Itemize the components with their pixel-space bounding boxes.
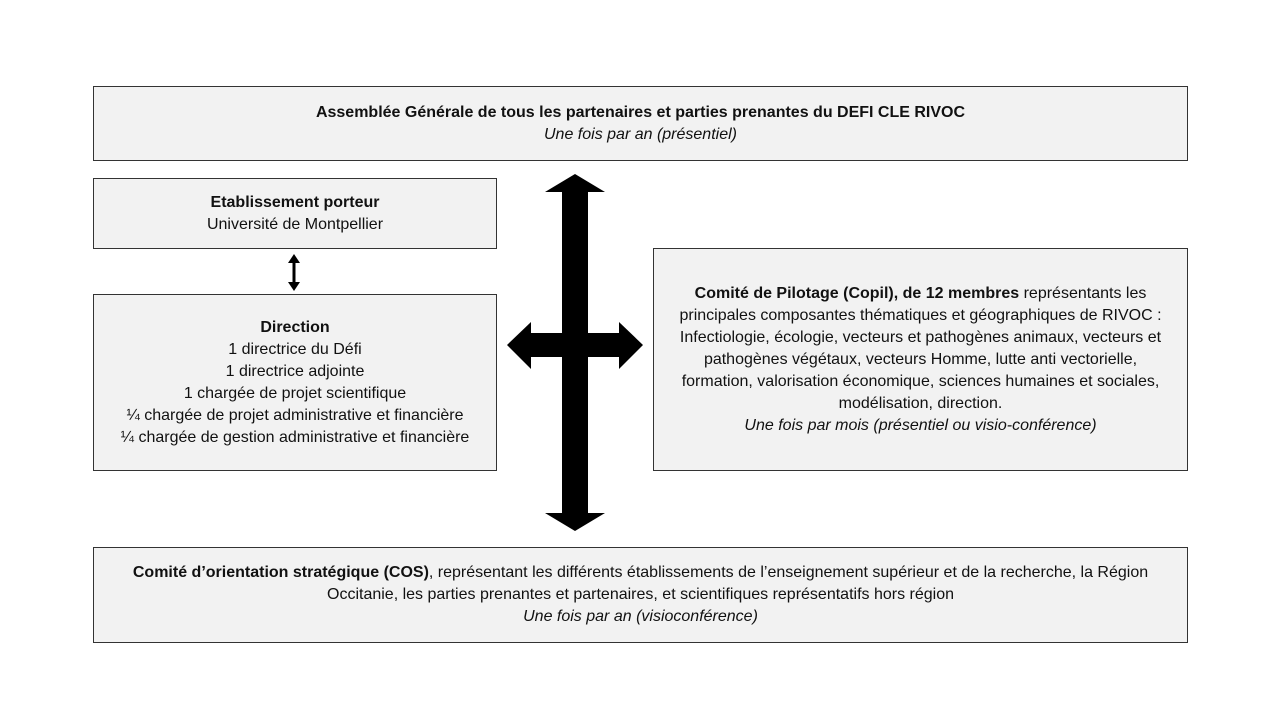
etablissement-porteur-box: Etablissement porteur Université de Mont… <box>93 178 497 249</box>
copil-first-line: Comité de Pilotage (Copil), de 12 membre… <box>695 283 1147 305</box>
direction-member: ¼ chargée de projet administrative et fi… <box>126 406 464 424</box>
copil-line: modélisation, direction. <box>838 394 1003 412</box>
copil-line: pathogènes végétaux, vecteurs Homme, lut… <box>703 350 1138 368</box>
cos-frequency: Une fois par an (visioconférence) <box>523 608 758 625</box>
small-double-arrow-icon <box>288 254 300 291</box>
comite-pilotage-box: Comité de Pilotage (Copil), de 12 membre… <box>653 248 1188 471</box>
cos-title-rest: , représentant les différents établissem… <box>428 564 1149 581</box>
cos-second-line: Occitanie, les parties prenantes et part… <box>327 586 954 603</box>
copil-title: Comité de Pilotage (Copil), de 12 membre… <box>694 284 1020 302</box>
direction-title: Direction <box>260 318 330 336</box>
copil-line: formation, valorisation économique, scie… <box>681 372 1160 390</box>
direction-member: 1 chargée de projet scientifique <box>183 384 407 402</box>
copil-line: Infectiologie, écologie, vecteurs et pat… <box>679 328 1162 346</box>
assemblee-generale-box: Assemblée Générale de tous les partenair… <box>93 86 1188 161</box>
four-way-arrow-icon <box>507 174 643 531</box>
copil-title-rest: représentants les <box>1019 284 1147 302</box>
cos-first-line: Comité d’orientation stratégique (COS), … <box>133 562 1148 584</box>
direction-member: 1 directrice du Défi <box>228 340 362 358</box>
direction-member: ¼ chargée de gestion administrative et f… <box>120 428 470 446</box>
assemblee-title: Assemblée Générale de tous les partenair… <box>315 103 966 121</box>
direction-member: 1 directrice adjointe <box>225 362 365 380</box>
etablissement-title: Etablissement porteur <box>210 193 380 211</box>
copil-frequency: Une fois par mois (présentiel ou visio-c… <box>744 416 1097 434</box>
etablissement-name: Université de Montpellier <box>206 215 384 233</box>
copil-line: principales composantes thématiques et g… <box>679 306 1162 324</box>
direction-box: Direction 1 directrice du Défi 1 directr… <box>93 294 497 471</box>
cos-title: Comité d’orientation stratégique (COS) <box>132 564 429 581</box>
assemblee-frequency: Une fois par an (présentiel) <box>544 125 737 143</box>
comite-orientation-strategique-box: Comité d’orientation stratégique (COS), … <box>93 547 1188 643</box>
